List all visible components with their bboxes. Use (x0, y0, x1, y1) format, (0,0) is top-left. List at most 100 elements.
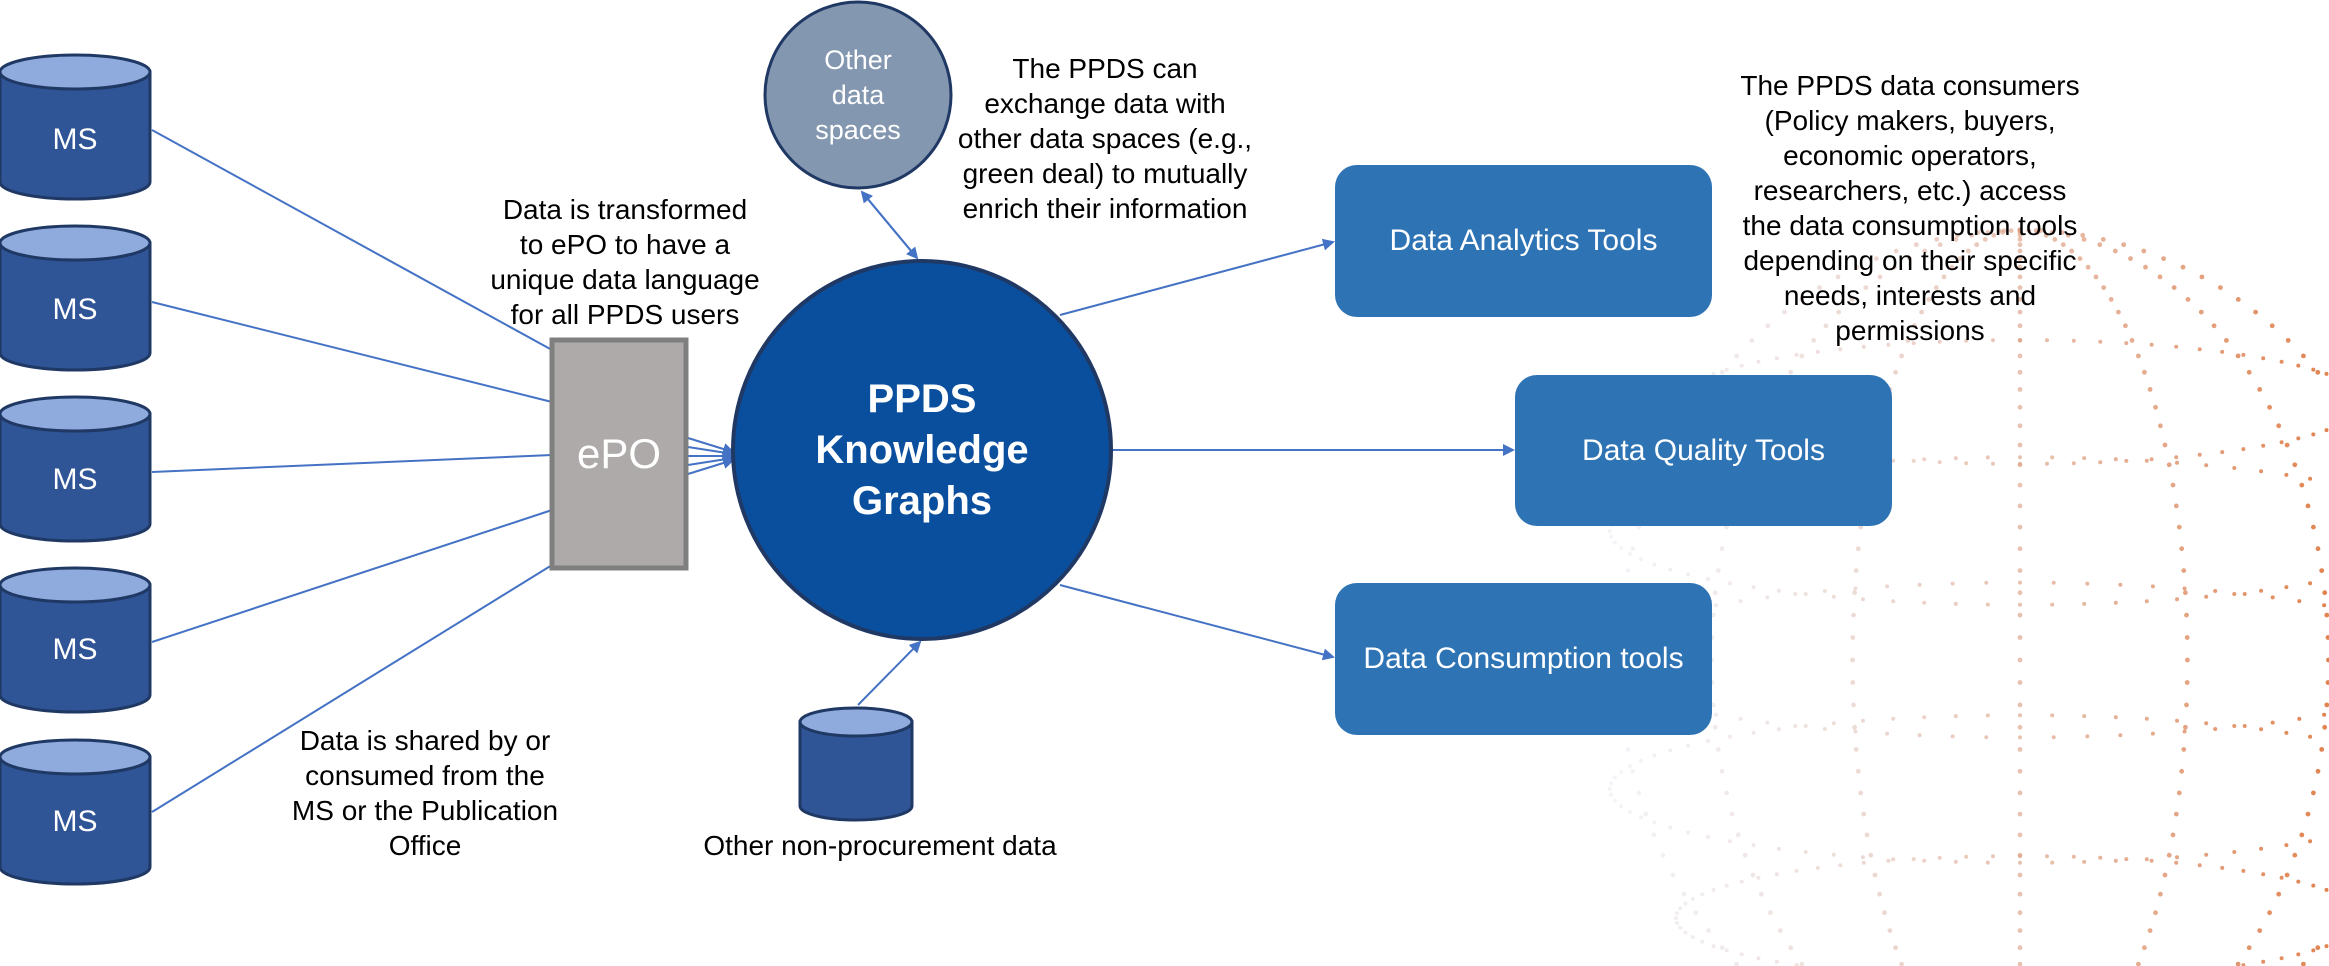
globe-dot (2136, 961, 2141, 966)
globe-dot (1799, 961, 1805, 966)
globe-dot (2322, 724, 2328, 730)
globe-dot (1627, 809, 1632, 814)
globe-dot (1937, 855, 1942, 860)
ms-source-label: MS (52, 633, 98, 666)
globe-dot (2220, 450, 2225, 455)
globe-dot (1985, 860, 1990, 865)
globe-dot (1953, 859, 1958, 864)
globe-dot (2059, 230, 2065, 235)
globe-dot (1788, 369, 1794, 375)
connector-other-spaces-hub (861, 191, 919, 260)
globe-dot (2232, 466, 2237, 470)
globe-dot (1861, 860, 1866, 865)
globe-dot (2017, 568, 2023, 573)
globe-dot (2017, 891, 2023, 897)
globe-dot (2284, 472, 2289, 477)
globe-dot (2232, 724, 2237, 728)
globe-dot (2124, 341, 2129, 346)
globe-dot (2305, 503, 2311, 509)
globe-dot (2270, 595, 2275, 600)
globe-dot (2033, 228, 2039, 234)
globe-dot (2204, 594, 2209, 599)
globe-dot (2319, 568, 2325, 573)
globe-dot (2301, 961, 2306, 966)
note-line: enrich their information (962, 193, 1248, 224)
globe-dot (2017, 910, 2023, 916)
globe-dot (1957, 256, 1963, 261)
globe-dot (2149, 858, 2154, 863)
globe-dot (1886, 342, 1891, 347)
globe-dot (1639, 557, 1643, 562)
globe-dot (1612, 775, 1617, 780)
epo-transform-note: Data is transformed to ePO to have a uni… (470, 192, 780, 332)
globe-dot (1719, 945, 1725, 951)
globe-dot (2113, 715, 2118, 720)
globe-dot (2296, 879, 2301, 884)
globe-dot (1678, 906, 1683, 911)
globe-dot (1822, 589, 1827, 593)
globe-dot (1893, 369, 1898, 375)
globe-dot (2147, 387, 2153, 392)
globe-dot (2270, 720, 2275, 725)
globe-dot (2204, 721, 2209, 726)
globe-dot (2301, 353, 2306, 359)
globe-dot (2071, 461, 2076, 466)
globe-dot (1953, 601, 1958, 606)
globe-dot (1727, 734, 1732, 739)
globe-dot (1953, 237, 1959, 242)
globe-dot (1891, 458, 1896, 463)
hub-label-line: Graphs (851, 478, 993, 523)
globe-dot (1774, 356, 1779, 361)
globe-dot (2017, 248, 2023, 254)
globe-dot (1651, 832, 1657, 838)
globe-dot (1711, 371, 1716, 376)
globe-dot (1984, 580, 1989, 585)
note-line: for all PPDS users (510, 299, 740, 330)
globe-dot (1974, 242, 1980, 248)
globe-dot (2308, 734, 2313, 739)
globe-dot (1815, 865, 1820, 870)
note-line: Office (388, 830, 462, 861)
globe-dot (1850, 657, 1855, 663)
globe-dot (2311, 432, 2316, 437)
note-line: Data is transformed (502, 194, 748, 225)
other-spaces-label-line: spaces (815, 114, 901, 145)
globe-dot (2311, 790, 2316, 796)
globe-dot (2017, 680, 2023, 685)
note-line: the data consumption tools (1742, 210, 2078, 241)
globe-dot (2050, 860, 2055, 865)
globe-dot (2153, 910, 2158, 916)
globe-dot (1964, 854, 1969, 859)
globe-dot (1612, 540, 1617, 545)
globe-dot (1627, 764, 1632, 769)
globe-dot (1982, 237, 1988, 242)
globe-dot (2018, 580, 2022, 585)
globe-dot (2017, 256, 2023, 261)
globe-dot (2082, 714, 2087, 719)
globe-dot (2082, 456, 2087, 461)
globe-dot (1724, 883, 1729, 888)
globe-dot (2276, 891, 2282, 897)
globe-dot (2170, 832, 2176, 838)
globe-dot (2071, 338, 2076, 343)
globe-dot (1607, 787, 1612, 791)
globe-dot (2124, 857, 2129, 862)
globe-dot (1803, 592, 1808, 596)
globe-dot (2050, 602, 2055, 607)
globe-dot (2305, 811, 2311, 817)
globe-dot (1831, 852, 1836, 857)
globe-dot (2017, 237, 2023, 242)
globe-dot (2093, 274, 2099, 280)
globe-dot (2017, 635, 2023, 640)
globe-dot (2116, 309, 2121, 315)
globe-dot (1822, 727, 1827, 731)
globe-dot (2259, 727, 2264, 732)
globe-dot (1799, 353, 1805, 359)
globe-dot (1964, 338, 1969, 343)
globe-dot (2174, 860, 2179, 865)
globe-dot (2171, 285, 2177, 290)
globe-dot (2100, 237, 2106, 242)
globe-dot (1612, 798, 1617, 803)
globe-dot (1765, 720, 1770, 725)
globe-dot (1803, 850, 1808, 854)
